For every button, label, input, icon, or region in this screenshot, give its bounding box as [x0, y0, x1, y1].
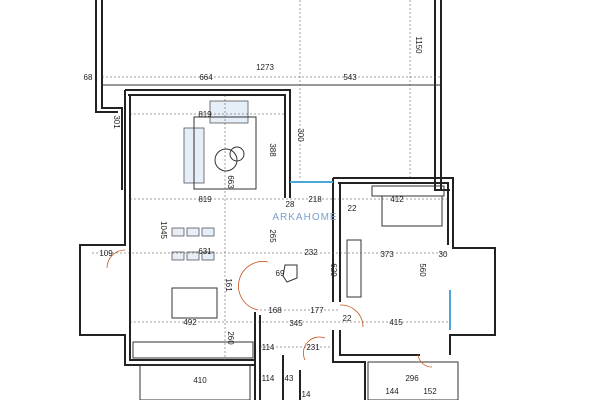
dim-label: 232 — [304, 248, 318, 257]
dim-label: 168 — [268, 306, 282, 315]
dim-label: 664 — [199, 73, 213, 82]
dim-label: 114 — [262, 374, 275, 383]
dim-label: 819 — [198, 110, 212, 119]
dim-label: 388 — [268, 143, 277, 157]
dim-label: 144 — [385, 387, 399, 396]
dim-label: 30 — [439, 250, 448, 259]
dim-label: 1045 — [159, 221, 168, 239]
dim-label: 1273 — [256, 63, 274, 72]
dim-label: 218 — [308, 195, 322, 204]
dim-label: 114 — [262, 343, 275, 352]
dimension-labels: 1150 68 1273 664 543 301 819 388 300 663… — [84, 36, 448, 399]
dim-label: 22 — [348, 204, 357, 213]
dim-label: 260 — [226, 331, 235, 345]
dim-label: 492 — [183, 318, 197, 327]
walls — [79, 0, 496, 400]
dim-label: 43 — [285, 374, 294, 383]
dim-label: 161 — [224, 278, 233, 292]
dim-label: 22 — [343, 314, 352, 323]
dim-label: 1150 — [414, 36, 423, 54]
dim-label: 629 — [329, 263, 338, 277]
dim-label: 543 — [343, 73, 357, 82]
furniture — [171, 100, 445, 319]
dim-label: 14 — [302, 390, 311, 399]
dim-label: 412 — [390, 195, 404, 204]
dim-label: 345 — [289, 319, 303, 328]
dimension-lines — [92, 0, 448, 360]
dim-label: 410 — [193, 376, 207, 385]
dim-label: 265 — [268, 229, 277, 243]
dim-label: 631 — [198, 247, 212, 256]
dim-label: 109 — [99, 249, 113, 258]
dim-label: 231 — [306, 343, 320, 352]
dim-label: 300 — [296, 128, 305, 142]
dim-label: 373 — [380, 250, 394, 259]
dim-label: 177 — [310, 306, 324, 315]
watermark: ARKAHOME — [272, 212, 337, 223]
doors — [106, 249, 433, 368]
dim-label: 819 — [198, 195, 212, 204]
dim-label: 152 — [423, 387, 437, 396]
dim-label: 560 — [418, 263, 427, 277]
dim-label: 296 — [405, 374, 419, 383]
dim-label: 28 — [286, 200, 295, 209]
dim-label: 663 — [226, 175, 235, 189]
dim-label: 69 — [276, 269, 285, 278]
dim-label: 301 — [112, 115, 121, 129]
dim-label: 415 — [389, 318, 403, 327]
dim-label: 68 — [84, 73, 93, 82]
